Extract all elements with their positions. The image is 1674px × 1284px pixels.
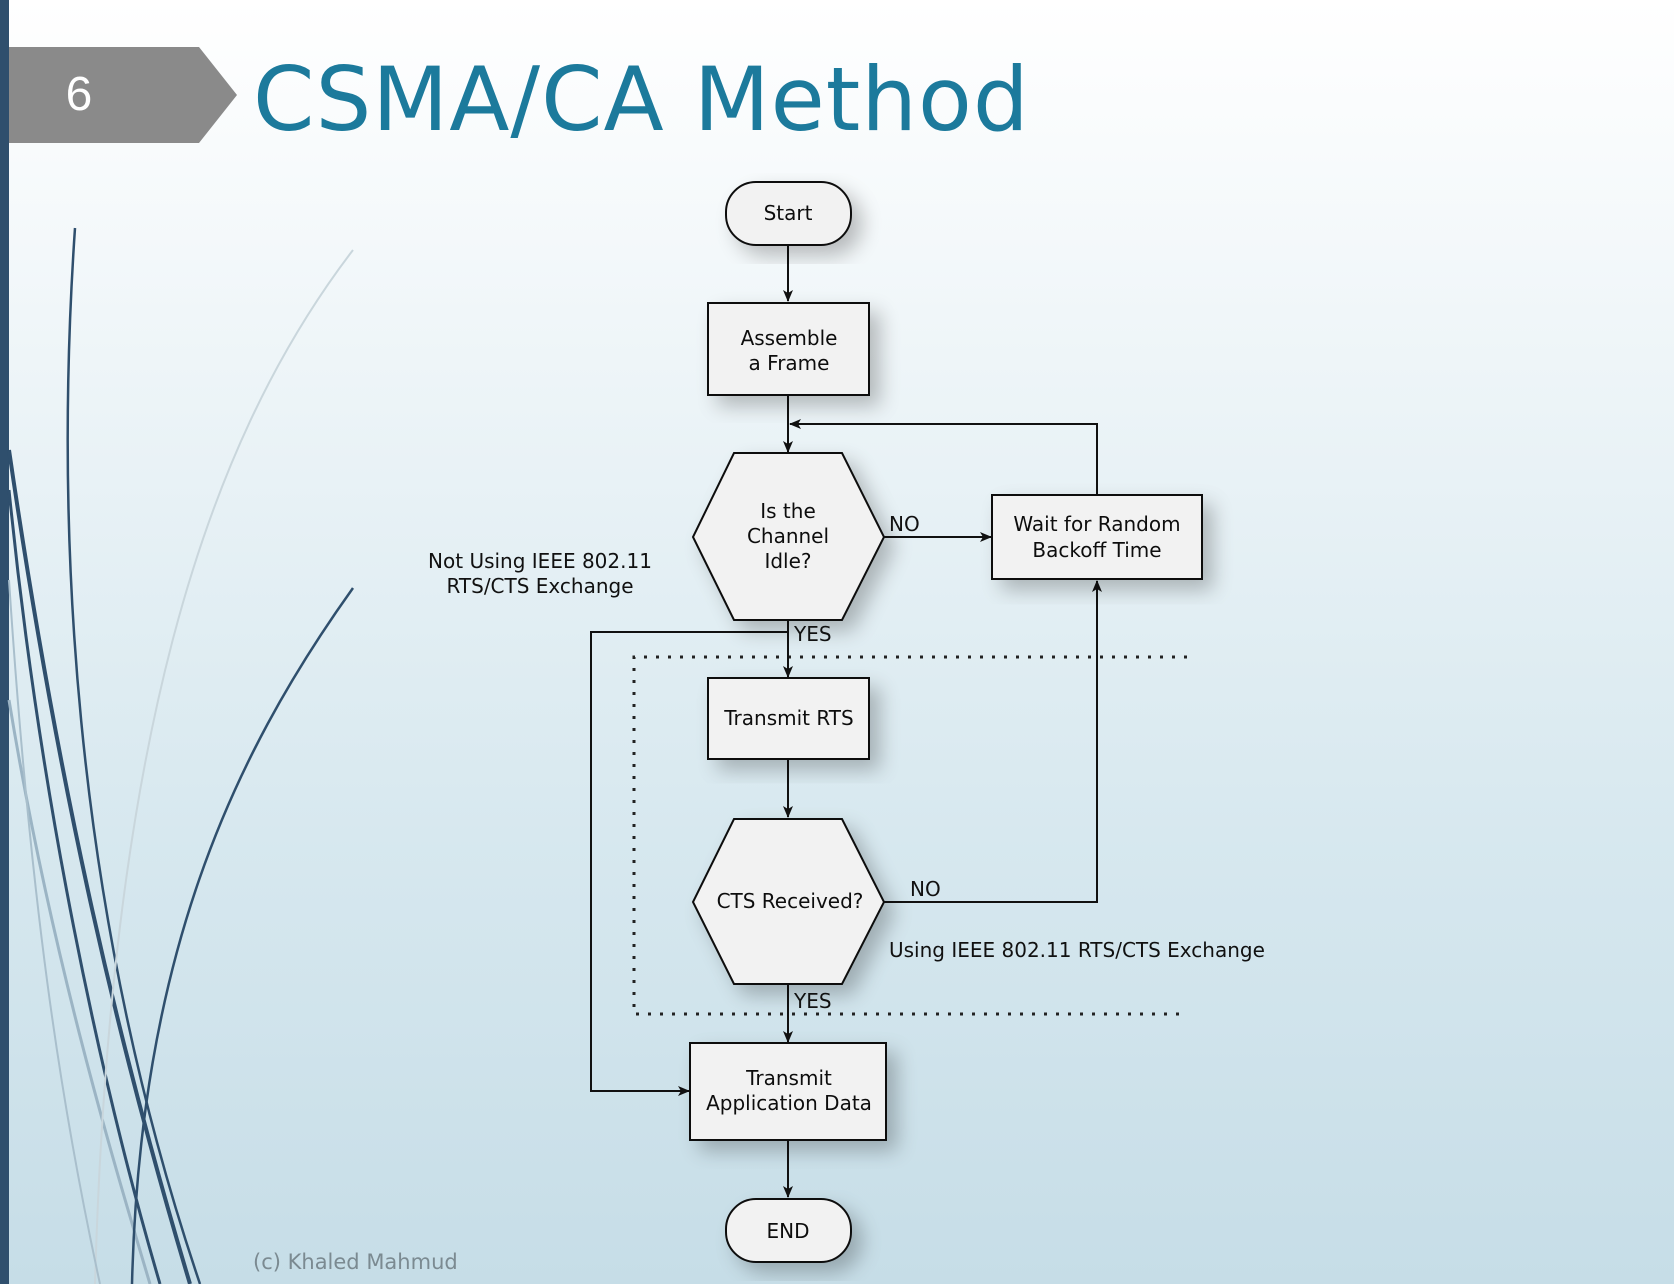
no-label-channel: NO <box>889 512 920 536</box>
wait-line-1: Wait for Random <box>1013 512 1180 536</box>
start-node: Start <box>725 181 852 246</box>
cts-received-label: CTS Received? <box>717 889 864 913</box>
wait-line-2: Backoff Time <box>1032 538 1161 562</box>
channel-idle-line-3: Idle? <box>764 549 811 573</box>
rts-cts-region-border <box>632 655 1187 1016</box>
slide-number-tab <box>9 47 237 143</box>
transmit-data-line-2: Application Data <box>706 1091 872 1115</box>
slide-number: 6 <box>65 68 93 121</box>
left-accent-bar <box>0 0 9 1284</box>
decorative-curves <box>7 227 355 1284</box>
connectors <box>590 246 1102 1198</box>
channel-idle-line-2: Channel <box>747 524 829 548</box>
slide-title: CSMA/CA Method <box>253 48 1030 151</box>
wait-backoff-node: Wait for Random Backoff Time <box>991 494 1203 580</box>
not-using-note-line-1: Not Using IEEE 802.11 <box>428 549 652 573</box>
start-label: Start <box>764 201 813 225</box>
yes-label-channel: YES <box>793 622 832 646</box>
channel-idle-line-1: Is the <box>760 499 816 523</box>
yes-label-cts: YES <box>793 989 832 1013</box>
channel-idle-decision: Is the Channel Idle? <box>691 452 886 621</box>
using-note: Using IEEE 802.11 RTS/CTS Exchange <box>889 938 1265 962</box>
end-label: END <box>767 1219 810 1243</box>
assemble-frame-node: Assemble a Frame <box>707 302 870 396</box>
not-using-note-line-2: RTS/CTS Exchange <box>446 574 633 598</box>
transmit-data-node: Transmit Application Data <box>689 1042 887 1141</box>
transmit-data-line-1: Transmit <box>745 1066 832 1090</box>
assemble-line-2: a Frame <box>749 351 830 375</box>
cts-received-decision: CTS Received? <box>691 818 886 985</box>
transmit-rts-label: Transmit RTS <box>723 706 853 730</box>
footer-credit: (c) Khaled Mahmud <box>253 1250 458 1274</box>
assemble-line-1: Assemble <box>741 326 838 350</box>
no-label-cts: NO <box>910 877 941 901</box>
transmit-rts-node: Transmit RTS <box>707 677 870 760</box>
end-node: END <box>725 1198 852 1263</box>
